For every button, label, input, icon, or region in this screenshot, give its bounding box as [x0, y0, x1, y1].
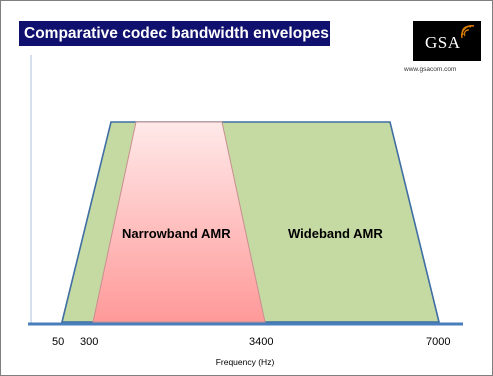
tick-label-7000: 7000 — [426, 336, 450, 348]
signal-arcs-icon — [461, 25, 475, 39]
tick-label-50: 50 — [52, 336, 64, 348]
gsa-logo: GSA — [413, 21, 481, 61]
narrowband-envelope — [92, 121, 266, 323]
tick-label-3400: 3400 — [249, 336, 273, 348]
slide-title: Comparative codec bandwidth envelopes — [19, 21, 330, 46]
narrowband-label: Narrowband AMR — [122, 226, 231, 241]
x-axis-title: Frequency (Hz) — [215, 357, 275, 367]
wideband-label: Wideband AMR — [288, 226, 383, 241]
logo-url: www.gsacom.com — [404, 66, 457, 73]
tick-label-300: 300 — [80, 336, 98, 348]
logo-text: GSA — [425, 33, 461, 52]
